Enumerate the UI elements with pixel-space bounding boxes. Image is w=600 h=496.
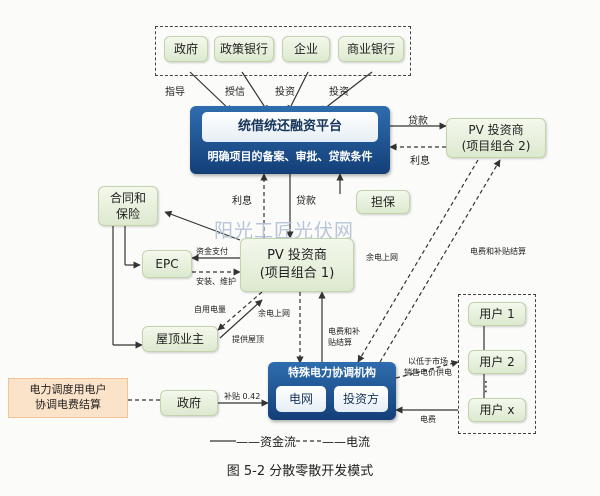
top-stakeholders-group (155, 26, 411, 76)
arrow-self-use (217, 291, 263, 331)
label-subsidy: 补贴 0.42 (224, 392, 261, 401)
label-invest-1: 投资 (275, 87, 295, 98)
label-surplus-mid: 余电上网 (258, 309, 290, 318)
label-fee-subsidy-mid-1: 电费和补 (328, 327, 360, 336)
label-surplus-right: 余电上网 (366, 253, 398, 262)
government-bottom: 政府 (160, 390, 218, 416)
dispatch-line1: 电力调度用电户 (29, 383, 107, 397)
label-fee-subsidy-right: 电费和补贴结算 (470, 247, 526, 256)
users-ellipsis: ⋮ (479, 378, 493, 395)
figure-caption: 图 5-2 分散零散开发模式 (226, 464, 374, 479)
label-market-2: 销售电价供电 (404, 368, 452, 377)
label-market-1: 以低于市场 (408, 357, 448, 366)
label-fund-payment: 资金支付 (196, 247, 228, 256)
arrow-invest-2 (319, 71, 373, 113)
coord-title: 特殊电力协调机构 (288, 366, 376, 379)
pv2-line1: PV 投资商 (468, 122, 524, 137)
user-1: 用户 1 (468, 302, 526, 326)
legend-capital-flow: ——资金流 (236, 435, 297, 449)
label-guide: 指导 (165, 87, 185, 98)
platform-subtitle: 明确项目的备案、审批、贷款条件 (207, 150, 373, 163)
coord-grid: 电网 (276, 386, 326, 412)
arrow-invest-1 (287, 71, 309, 113)
label-install: 安装、维护 (196, 277, 236, 286)
pv-investor-1: PV 投资商 (项目组合 1) (240, 238, 354, 292)
label-interest-pv1: 利息 (232, 196, 252, 207)
contract-insurance: 合同和 保险 (98, 186, 158, 226)
platform-title: 统借统还融资平台 (202, 112, 378, 142)
label-provide-roof: 提供屋顶 (232, 335, 264, 344)
power-coordination-agency: 特殊电力协调机构 电网 投资方 (268, 362, 396, 420)
arrow-contract (164, 210, 241, 241)
pv-investor-2: PV 投资商 (项目组合 2) (446, 118, 546, 158)
user-2: 用户 2 (468, 350, 526, 374)
arrow-guide (189, 71, 233, 113)
label-credit: 授信 (225, 87, 245, 98)
users-group (458, 294, 536, 434)
pv2-line2: (项目组合 2) (461, 139, 531, 153)
label-fee-subsidy-mid-2: 贴结算 (328, 338, 352, 347)
arrow-provide-roof (219, 299, 263, 339)
label-loan-pv2: 贷款 (408, 116, 428, 127)
top-item-policy-bank: 政策银行 (214, 36, 274, 62)
dispatch-settlement: 电力调度用电户 协调电费结算 (8, 378, 128, 418)
contract-line1: 合同和 (109, 190, 146, 205)
pv1-line1: PV 投资商 (267, 248, 327, 264)
label-interest-pv2: 利息 (410, 156, 430, 167)
label-self-use: 自用电量 (194, 305, 226, 314)
arrow-credit (241, 71, 269, 113)
financing-platform: 统借统还融资平台 明确项目的备案、审批、贷款条件 (190, 106, 390, 174)
top-item-enterprise: 企业 (282, 36, 330, 62)
label-invest-2: 投资 (329, 87, 349, 98)
coord-investor: 投资方 (334, 386, 388, 412)
pv1-line2: (项目组合 1) (259, 266, 335, 281)
top-item-government: 政府 (164, 36, 208, 62)
epc-box: EPC (142, 250, 192, 278)
guarantee-box: 担保 (356, 190, 410, 214)
label-loan-pv1: 贷款 (296, 196, 316, 207)
user-x: 用户 x (468, 398, 526, 422)
watermark: 阳光工匠光伏网 (214, 220, 355, 242)
top-item-commercial-bank: 商业银行 (338, 36, 404, 62)
roof-owner: 屋顶业主 (142, 326, 218, 352)
legend-power-flow: ——电流 (322, 435, 371, 449)
dispatch-line2: 协调电费结算 (35, 398, 101, 411)
arrow-supply (395, 360, 459, 379)
label-fee: 电费 (420, 415, 436, 424)
contract-line2: 保险 (115, 207, 140, 221)
